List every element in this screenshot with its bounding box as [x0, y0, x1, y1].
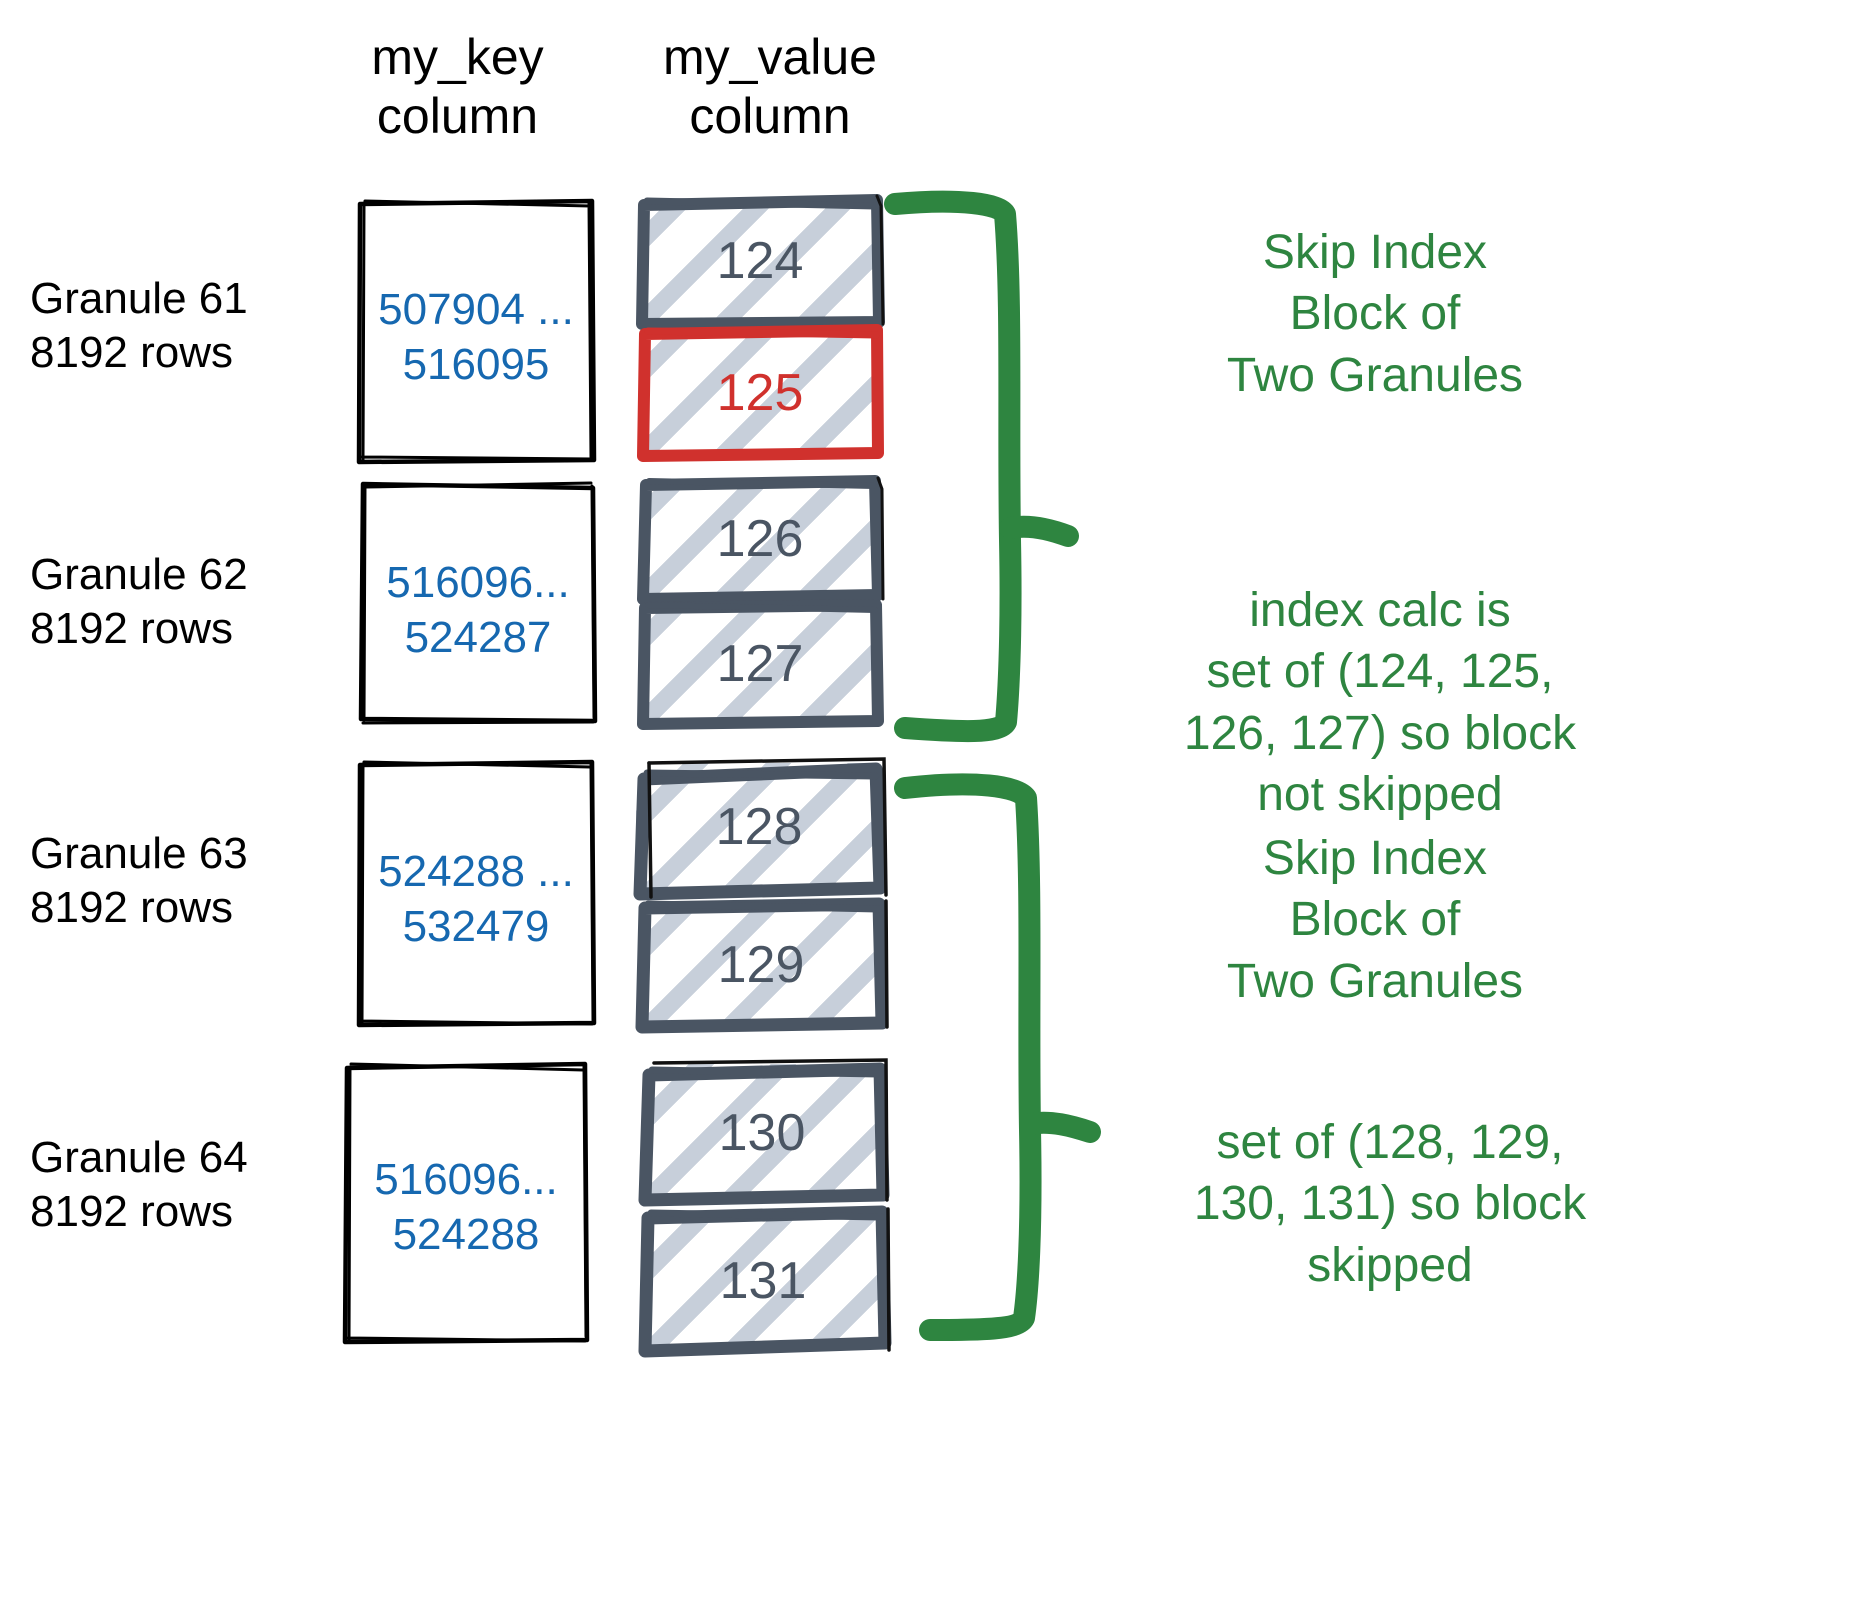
key-range-granule-64: 516096... 524288 [374, 1155, 558, 1259]
key-box-granule-61: 507904 ... 516095 [356, 198, 597, 465]
value-cell-129: 129 [634, 897, 889, 1034]
annotation-skip-index-block-1: Skip Index Block of Two Granules [1226, 226, 1524, 402]
hatch-fill [636, 763, 882, 893]
sketch-rect-outline [358, 481, 598, 725]
value-cell-124: 124 [636, 194, 885, 330]
sketch-rect-outline [342, 1061, 590, 1345]
hatch-fill [642, 1211, 884, 1350]
key-range-granule-61: 507904 ... 516095 [378, 285, 574, 389]
hatch-fill [642, 1064, 882, 1199]
hatch-fill [643, 333, 877, 453]
value-text-126: 126 [716, 510, 804, 568]
value-cell-131: 131 [636, 1205, 892, 1358]
granule-label-61: Granule 61 8192 rows [30, 274, 248, 377]
sketch-rect-outline [637, 475, 885, 605]
value-cell-128: 128 [630, 757, 888, 901]
key-box-granule-63: 524288 ... 532479 [355, 758, 597, 1028]
value-text-125: 125 [716, 364, 804, 422]
value-cell-127: 127 [637, 599, 884, 730]
sketch-rect-outline [638, 1058, 890, 1207]
granule-label-63: Granule 63 8192 rows [30, 829, 248, 932]
value-cell-126: 126 [637, 475, 885, 605]
annotation-index-calc-not-skipped: index calc is set of (124, 125, 126, 127… [1183, 584, 1577, 822]
sketch-rect-outline [637, 599, 884, 730]
value-text-124: 124 [716, 232, 804, 290]
column-header-my-value: my_value column [663, 29, 877, 144]
key-range-granule-62: 516096... 524287 [386, 558, 570, 662]
granule-label-64: Granule 64 8192 rows [30, 1133, 248, 1236]
value-text-131: 131 [719, 1252, 807, 1310]
value-text-129: 129 [717, 936, 805, 994]
brace-block-1 [884, 190, 1079, 743]
annotation-skip-index-block-2: Skip Index Block of Two Granules [1226, 832, 1524, 1008]
key-box-granule-62: 516096... 524287 [358, 479, 598, 725]
hatch-fill [643, 202, 877, 321]
sketch-rect-outline [638, 1205, 892, 1358]
sketch-rect-outline [633, 757, 888, 901]
hatch-fill [640, 905, 882, 1026]
value-text-128: 128 [715, 798, 803, 856]
sketch-rect-outline [635, 897, 889, 1034]
key-box-granule-64: 516096... 524288 [341, 1060, 591, 1345]
value-text-127: 127 [716, 635, 804, 693]
granule-label-62: Granule 62 8192 rows [30, 550, 248, 653]
value-cell-125: 125 [637, 324, 884, 462]
hatch-fill [643, 608, 877, 721]
sketch-rect-outline [636, 194, 885, 330]
value-cell-130: 130 [636, 1058, 890, 1207]
key-range-granule-63: 524288 ... 532479 [378, 847, 574, 951]
column-header-my-key: my_key column [371, 29, 544, 144]
value-text-130: 130 [718, 1104, 806, 1162]
sketch-rect-outline [356, 198, 597, 465]
hatch-fill [643, 483, 877, 596]
sketch-rect-outline-highlight [637, 324, 884, 462]
annotation-set-skipped: set of (128, 129, 130, 131) so block ski… [1193, 1116, 1587, 1292]
brace-block-2 [894, 773, 1101, 1341]
sketch-rect-outline [356, 759, 597, 1028]
